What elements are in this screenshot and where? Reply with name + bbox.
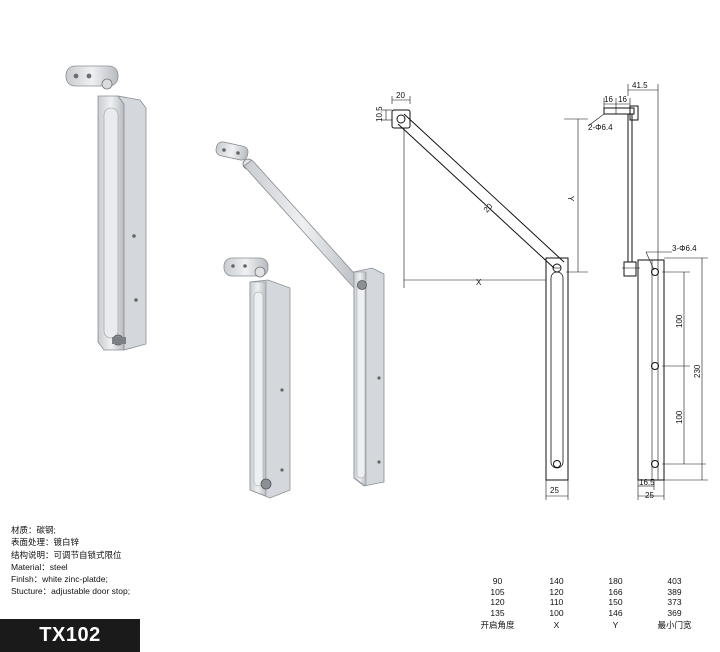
dim-230: 230 [693, 364, 702, 378]
table-cell: 140 [549, 576, 564, 586]
angle-table: 90 140 180 403 105 120 166 389 120 110 1… [468, 576, 704, 631]
table-cell: 389 [667, 586, 682, 597]
spec-line: 结构说明：可调节自锁式限位 [11, 549, 122, 560]
table-cell: 146 [608, 607, 623, 618]
dim-100a: 100 [675, 314, 684, 328]
dim-100b: 100 [675, 410, 684, 424]
dim-16a: 16 [604, 95, 613, 104]
spec-line: Stucture：adjustable door stop; [11, 586, 131, 597]
table-cell: 100 [549, 607, 564, 618]
table-cell: 180 [608, 576, 623, 586]
spec-line: 表面处理：镀白锌 [11, 537, 80, 548]
dimension-labels: 20 10.5 20 X Y 25 41.5 16 16 2-Φ6.4 3-Φ6… [375, 81, 702, 500]
spec-line: Finlsh：white zinc-platde; [11, 574, 108, 585]
table-row: 90 140 180 403 [468, 576, 704, 587]
table-cell: 150 [608, 597, 623, 607]
dim-41-5: 41.5 [632, 81, 648, 90]
header-angle: 开启角度 [480, 620, 515, 630]
table-cell: 166 [608, 586, 623, 597]
product-photo-open [215, 141, 385, 499]
table-cell: 373 [667, 597, 682, 607]
product-photo-closed [65, 65, 147, 351]
header-min-door-width: 最小门宽 [657, 620, 692, 630]
table-cell: 403 [667, 576, 682, 586]
dim-16-5: 16.5 [639, 478, 655, 487]
dim-hole-2: 2-Φ6.4 [588, 123, 613, 132]
header-x: X [553, 620, 560, 630]
table-row: 120 110 150 373 [468, 597, 704, 608]
table-row: 105 120 166 389 [468, 587, 704, 598]
dim-x: X [476, 278, 482, 287]
spec-line: Material：steel [11, 561, 68, 572]
table-row: 135 100 146 369 [468, 608, 704, 619]
table-cell: 90 [492, 576, 503, 586]
table-cell: 105 [490, 586, 505, 597]
dim-10-5: 10.5 [375, 106, 384, 122]
table-cell: 120 [549, 586, 564, 597]
dim-bottom-25-front: 25 [550, 486, 559, 495]
table-header: 开启角度 X Y 最小门宽 [468, 620, 704, 631]
spec-text: 材质：碳钢; 表面处理：镀白锌 结构说明：可调节自锁式限位 Material：s… [11, 524, 130, 598]
spec-line: 材质：碳钢; [11, 525, 56, 535]
table-cell: 120 [490, 597, 505, 607]
table-cell: 135 [490, 607, 505, 618]
dim-top-20: 20 [396, 91, 405, 100]
side-view-drawing [587, 84, 708, 500]
table-cell: 369 [667, 607, 682, 618]
model-badge: TX102 [0, 619, 140, 652]
header-y: Y [612, 620, 619, 630]
dim-bottom-25-side: 25 [645, 491, 654, 500]
front-view-drawing [382, 96, 588, 500]
dim-hole-3: 3-Φ6.4 [672, 244, 697, 253]
dim-y: Y [566, 196, 575, 202]
dim-16b: 16 [618, 95, 627, 104]
table-cell: 110 [549, 597, 564, 607]
